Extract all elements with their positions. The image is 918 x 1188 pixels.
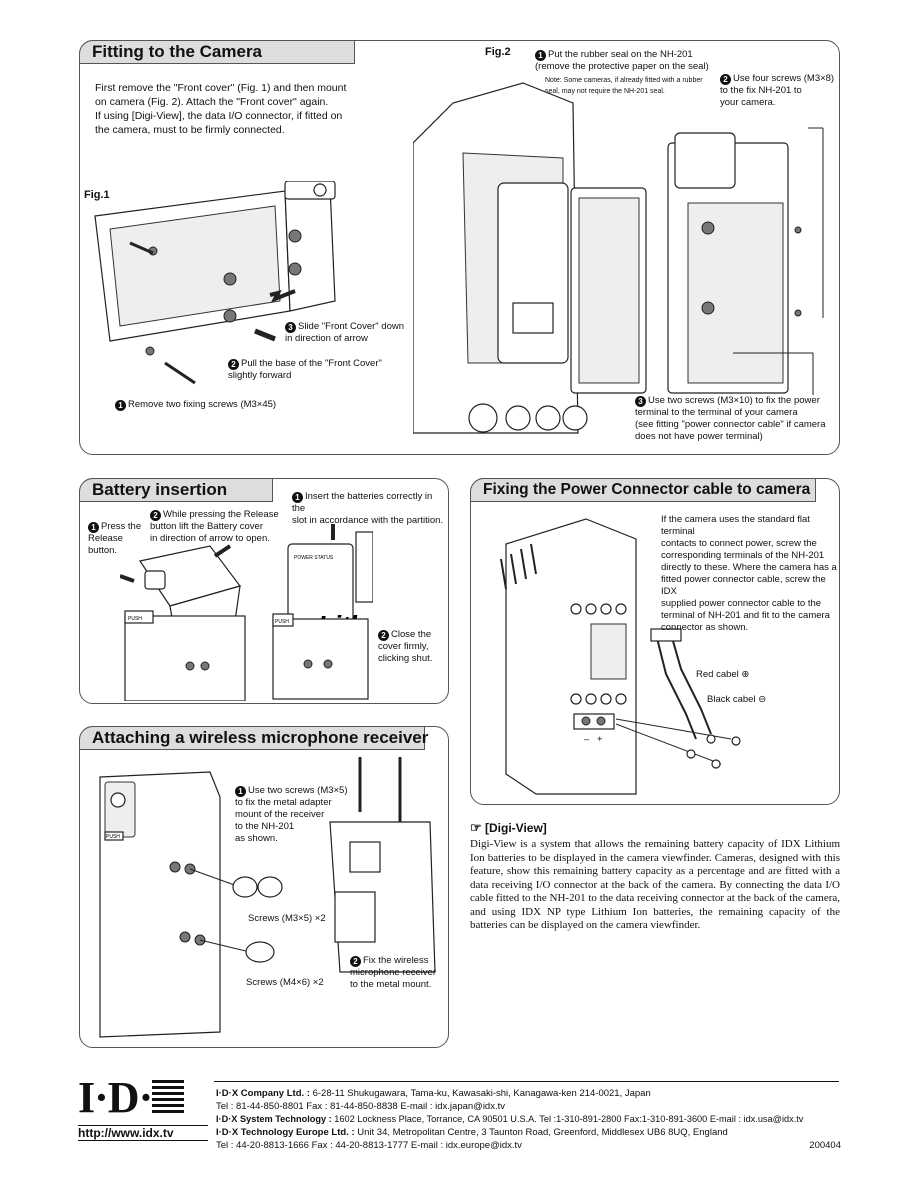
step-number-1: 1 <box>535 50 546 61</box>
push-label-2: PUSH <box>275 619 289 625</box>
fitting-title: Fitting to the Camera <box>79 40 355 64</box>
eu-contact-text: Tel : 44-20-8813-1666 Fax : 44-20-8813-1… <box>216 1140 522 1151</box>
step-number-1: 1 <box>115 400 126 411</box>
battery-illustration-left: PUSH <box>120 544 246 701</box>
fig1-illustration <box>94 181 336 385</box>
battery-title: Battery insertion <box>79 478 273 502</box>
usa-line: I·D·X System Technology : 1602 Lockness … <box>216 1113 841 1126</box>
digiview-text: Digi-View is a system that allows the re… <box>470 838 840 931</box>
footer-addresses: I·D·X Company Ltd. : 6-28-11 Shukugawara… <box>216 1087 841 1152</box>
fitting-intro: First remove the "Front cover" (Fig. 1) … <box>95 82 347 136</box>
eu-contact: Tel : 44-20-8813-1666 Fax : 44-20-8813-1… <box>216 1139 841 1152</box>
fig2-step2-text: Use four screws (M3×8) to the fix NH-201… <box>720 73 835 108</box>
footer-logo: I·D· http://www.idx.tv <box>78 1075 208 1141</box>
fig2-label: Fig.2 <box>485 46 511 58</box>
pointing-hand-icon: ☞ <box>470 820 482 835</box>
fig1-step2-text: Pull the base of the "Front Cover" sligh… <box>228 358 382 381</box>
digiview-section: ☞ [Digi-View] Digi-View is a system that… <box>470 820 840 933</box>
japan-company: I·D·X Company Ltd. : <box>216 1088 310 1099</box>
fitting-panel: Fitting to the Camera First remove the "… <box>79 40 840 455</box>
wireless-illustration: PUSH <box>99 757 436 1038</box>
footer-url[interactable]: http://www.idx.tv <box>78 1125 208 1141</box>
power-status-label: POWER STATUS <box>294 555 334 561</box>
step-number-1: 1 <box>292 492 303 503</box>
battery-step2-right-text: Close the cover firmly, clicking shut. <box>378 629 433 664</box>
fig2-illustration <box>413 82 824 434</box>
digiview-heading: ☞ [Digi-View] <box>470 820 840 836</box>
fig2-note: Note: Some cameras, if already fitted wi… <box>545 77 703 95</box>
fig1-step1-text: Remove two fixing screws (M3×45) <box>128 399 277 410</box>
step-number-2: 2 <box>350 956 361 967</box>
push-label-3: PUSH <box>106 834 120 840</box>
fig2-step1-text: Put the rubber seal on the NH-201 (remov… <box>535 49 709 72</box>
digiview-title: [Digi-View] <box>485 821 547 835</box>
step-number-2: 2 <box>378 630 389 641</box>
step-number-2: 2 <box>150 510 161 521</box>
japan-address: 6-28-11 Shukugawara, Tama-ku, Kawasaki-s… <box>309 1088 651 1099</box>
step-number-1: 1 <box>88 522 99 533</box>
logo-text: I·D· <box>78 1073 153 1122</box>
power-text: If the camera uses the standard flat ter… <box>661 514 837 633</box>
japan-line: I·D·X Company Ltd. : 6-28-11 Shukugawara… <box>216 1087 841 1100</box>
red-cable-label: Red cabel ⊕ <box>696 669 750 680</box>
footer-divider <box>214 1081 839 1082</box>
fig1-label: Fig.1 <box>84 189 110 201</box>
battery-illustration-right: POWER STATUS Lith PUSH <box>272 524 373 700</box>
step-number-3: 3 <box>285 322 296 333</box>
battery-step1-left-text: Press the Release button. <box>88 521 142 556</box>
doc-code: 200404 <box>809 1140 841 1151</box>
wireless-screws1: Screws (M3×5) ×2 <box>248 913 326 924</box>
step-number-1: 1 <box>235 786 246 797</box>
black-cable-label: Black cabel ⊖ <box>707 694 767 705</box>
eu-company: I·D·X Technology Europe Ltd. : <box>216 1127 355 1138</box>
plus-label: + <box>597 734 603 745</box>
push-label: PUSH <box>128 616 142 622</box>
wireless-screws2: Screws (M4×6) ×2 <box>246 977 324 988</box>
power-panel: Fixing the Power Connector cable to came… <box>470 478 840 805</box>
eu-line: I·D·X Technology Europe Ltd. : Unit 34, … <box>216 1126 841 1139</box>
usa-company: I·D·X System Technology : <box>216 1114 332 1124</box>
usa-address: 1602 Lockness Place, Torrance, CA 90501 … <box>331 1114 804 1124</box>
wireless-title: Attaching a wireless microphone receiver <box>79 726 428 750</box>
fig2-step3-text: Use two screws (M3×10) to fix the power … <box>635 395 826 442</box>
eu-address: Unit 34, Metropolitan Centre, 3 Taunton … <box>354 1127 728 1138</box>
battery-step1-right-text: Insert the batteries correctly in the sl… <box>292 491 444 526</box>
step-number-2: 2 <box>720 74 731 85</box>
power-illustration <box>500 518 741 795</box>
step-number-2: 2 <box>228 359 239 370</box>
fig1-step3-text: Slide "Front Cover" down in direction of… <box>285 321 405 344</box>
step-number-3: 3 <box>635 396 646 407</box>
logo-x-mark <box>152 1080 185 1116</box>
idx-logo: I·D· <box>78 1075 208 1121</box>
japan-contact: Tel : 81-44-850-8801 Fax : 81-44-850-883… <box>216 1101 505 1112</box>
wireless-panel: Attaching a wireless microphone receiver… <box>79 726 449 1048</box>
wireless-step1-text: Use two screws (M3×5) to fix the metal a… <box>235 785 348 844</box>
minus-label: – <box>584 734 590 745</box>
power-title: Fixing the Power Connector cable to came… <box>470 478 816 502</box>
battery-step2-left-text: While pressing the Release button lift t… <box>150 509 279 544</box>
wireless-step2-text: Fix the wireless microphone receiver to … <box>350 955 437 990</box>
